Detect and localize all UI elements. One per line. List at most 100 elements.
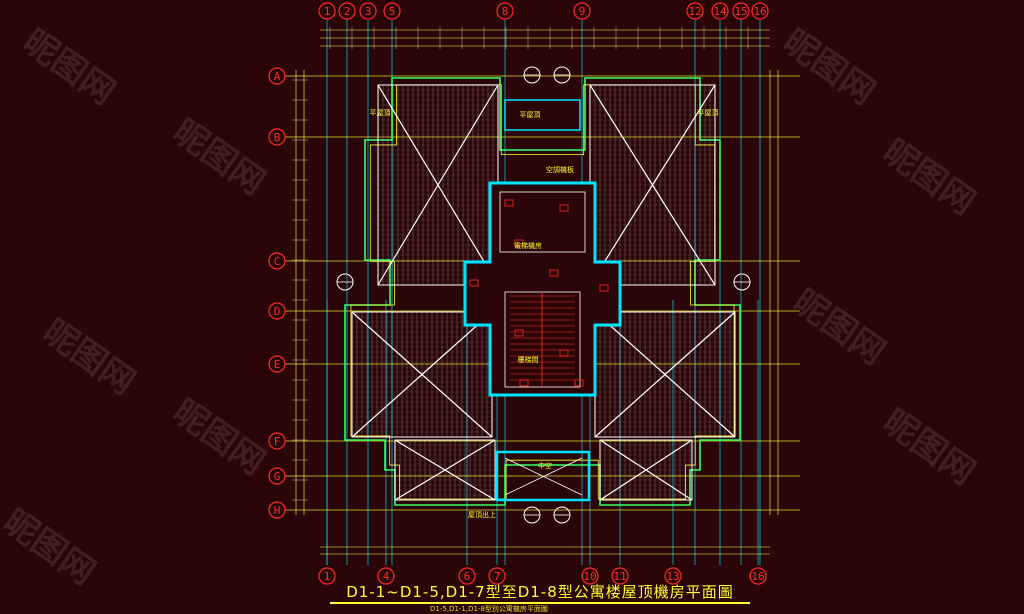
room-label: 平屋頂 — [370, 109, 391, 117]
axis-bubble-top: 12 — [688, 5, 701, 18]
axis-bubble-bottom-circle — [664, 567, 682, 585]
stair-room — [504, 291, 581, 388]
roof-hip-line — [351, 311, 423, 375]
axis-bubble-bottom: 11 — [613, 570, 626, 583]
axis-bubble-left: B — [274, 131, 281, 144]
axis-bubble-left: H — [274, 504, 281, 517]
axis-bubble-bottom-circle — [611, 567, 629, 585]
axis-bubble-bottom-circle — [377, 567, 395, 585]
roof-hip-line — [351, 374, 423, 438]
room-label: 電梯機房 — [514, 241, 542, 250]
axis-bubble-top-circle — [686, 2, 704, 20]
axis-bubble-bottom: 10 — [583, 570, 596, 583]
core-detail — [549, 269, 559, 277]
room-label: 平屋頂 — [520, 111, 541, 119]
axis-bubble-bottom: 6 — [464, 570, 471, 583]
axis-bubble-left-circle — [268, 355, 286, 373]
axis-bubble-bottom: 7 — [494, 570, 501, 583]
axis-bubble-bottom-circle — [318, 567, 336, 585]
axis-bubble-left-circle — [268, 128, 286, 146]
room-label: 屋頂出上 — [468, 510, 496, 519]
room-label: 平屋頂 — [698, 109, 719, 117]
core-detail — [514, 329, 524, 337]
axis-bubble-left: F — [274, 435, 281, 448]
axis-bubble-left-circle — [268, 67, 286, 85]
axis-bubble-left-circle — [268, 501, 286, 519]
axis-bubble-top-circle — [573, 2, 591, 20]
axis-bubble-bottom: 16 — [751, 570, 764, 583]
roof-hip-line — [377, 84, 439, 186]
roof-outline-inner — [350, 84, 735, 500]
elevator-room — [499, 191, 586, 253]
axis-bubble-top-circle — [383, 2, 401, 20]
axis-bubble-top-circle — [359, 2, 377, 20]
axis-bubble-bottom-circle — [749, 567, 767, 585]
axis-bubble-bottom: 1 — [324, 570, 331, 583]
axis-bubble-bottom-circle — [581, 567, 599, 585]
axis-bubble-top: 1 — [324, 5, 331, 18]
axis-bubble-left-circle — [268, 467, 286, 485]
roof-hip-line — [444, 439, 496, 471]
roof-hip-line — [645, 439, 693, 471]
axis-bubble-left-circle — [268, 302, 286, 320]
stair-core — [336, 66, 751, 524]
axis-bubble-left-circle — [268, 252, 286, 270]
roof-hip-line — [437, 84, 499, 186]
roof-hip-line — [377, 184, 439, 286]
axis-bubble-top: 15 — [734, 5, 747, 18]
roof-hip-line — [594, 374, 666, 438]
roof-hip-line — [645, 469, 693, 501]
core-detail — [559, 349, 569, 357]
axis-bubble-top: 8 — [502, 5, 509, 18]
axis-bubble-top: 16 — [753, 5, 766, 18]
axis-bubble-top-circle — [732, 2, 750, 20]
roof-hip-line — [651, 184, 716, 286]
roof-access — [504, 99, 581, 131]
roof-hatching — [351, 84, 736, 501]
roof-hip-line — [651, 84, 716, 186]
core-detail — [504, 199, 514, 207]
axis-bubble-bottom-circle — [488, 567, 506, 585]
core-detail — [574, 379, 584, 387]
roof-hip-line — [394, 469, 446, 501]
axis-bubble-top: 9 — [579, 5, 586, 18]
core-detail — [519, 379, 529, 387]
roof-hip-line — [444, 469, 496, 501]
void-cross — [504, 457, 583, 496]
axis-bubble-top-circle — [338, 2, 356, 20]
axis-bubble-top: 2 — [344, 5, 351, 18]
axis-bubble-top-circle — [318, 2, 336, 20]
core-detail — [559, 204, 569, 212]
void-opening — [495, 450, 591, 502]
roof-hip-line — [664, 311, 736, 375]
roof-hip-line — [589, 84, 654, 186]
axis-bubble-left: A — [274, 70, 281, 83]
room-label: 空調機板 — [546, 165, 574, 174]
roof-hip-line — [421, 374, 493, 438]
axis-bubble-bottom: 13 — [666, 570, 679, 583]
roof-hip-line — [394, 439, 446, 471]
core-outline — [463, 181, 622, 397]
roof-hip-line — [664, 374, 736, 438]
axis-bubble-left: D — [274, 305, 281, 318]
axis-bubble-left: E — [274, 358, 281, 371]
drawing-subtitle: D1-5,D1-1,D1-8型別公寓機房平面圖 — [430, 605, 548, 613]
room-label: 中空 — [538, 461, 552, 470]
axis-bubble-top-circle — [711, 2, 729, 20]
core-detail — [469, 279, 479, 287]
core-detail — [514, 239, 524, 247]
axis-bubble-top: 14 — [713, 5, 727, 18]
axis-bubble-bottom-circle — [458, 567, 476, 585]
axis-bubble-left: G — [274, 470, 281, 483]
room-label: 樓梯間 — [518, 355, 539, 364]
axis-bubble-top: 3 — [365, 5, 372, 18]
axis-bubble-top-circle — [751, 2, 769, 20]
roof-hip-line — [599, 439, 647, 471]
dimension-lines — [292, 27, 779, 555]
axis-bubble-top-circle — [496, 2, 514, 20]
axis-bubble-top: 5 — [389, 5, 396, 18]
